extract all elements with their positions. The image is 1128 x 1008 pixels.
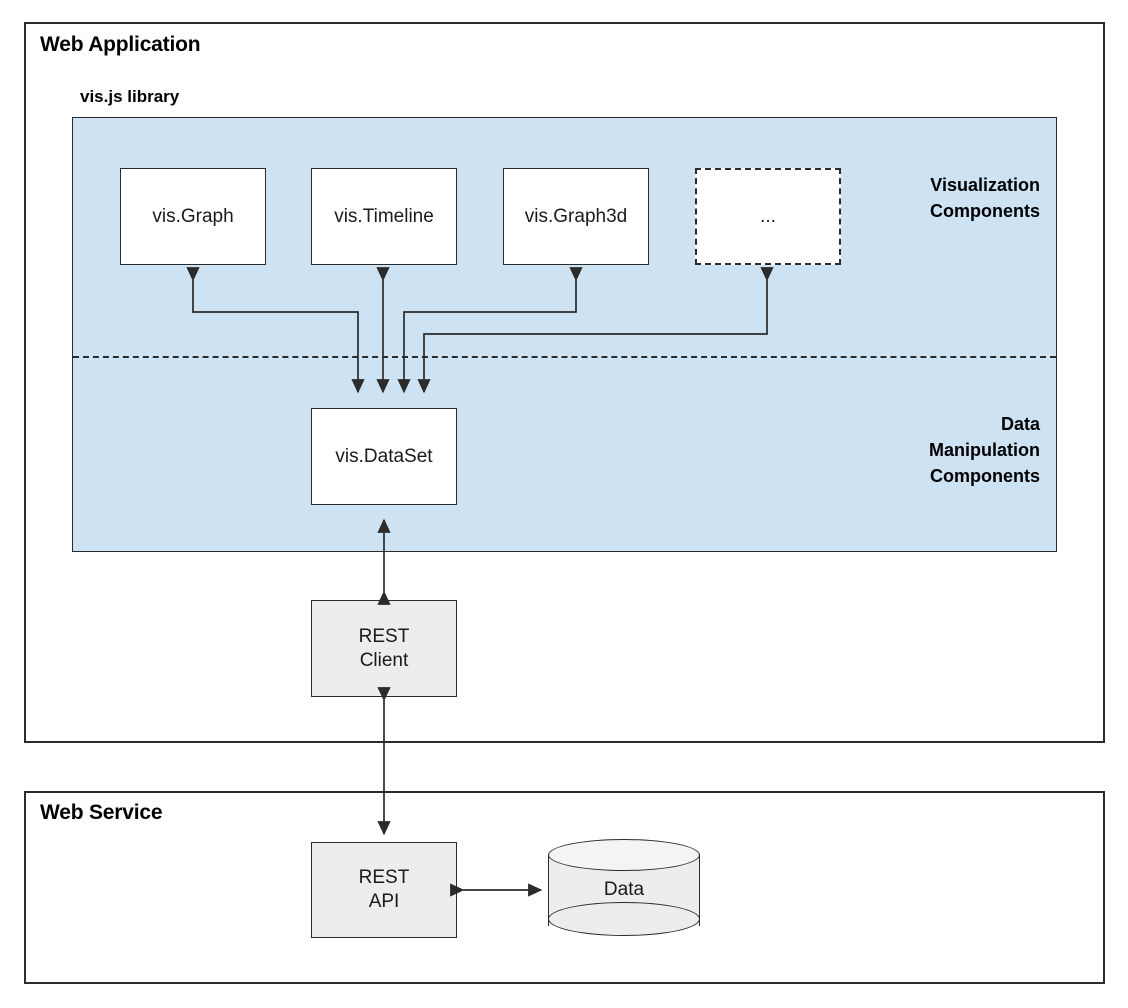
node-vis-graph[interactable]: vis.Graph (120, 168, 266, 265)
node-ellipsis-placeholder[interactable]: ... (695, 168, 841, 265)
node-vis-graph3d[interactable]: vis.Graph3d (503, 168, 649, 265)
layer-divider (73, 356, 1056, 358)
node-vis-timeline[interactable]: vis.Timeline (311, 168, 457, 265)
node-vis-dataset[interactable]: vis.DataSet (311, 408, 457, 505)
data-store-label: Data (603, 879, 645, 900)
node-data-store[interactable]: Data (548, 839, 700, 938)
web-service-title: Web Service (40, 801, 163, 824)
vis-library-title: vis.js library (80, 87, 180, 106)
cylinder-top-ellipse (548, 839, 700, 871)
web-application-title: Web Application (40, 33, 201, 56)
cylinder-bottom-ellipse (548, 902, 700, 936)
